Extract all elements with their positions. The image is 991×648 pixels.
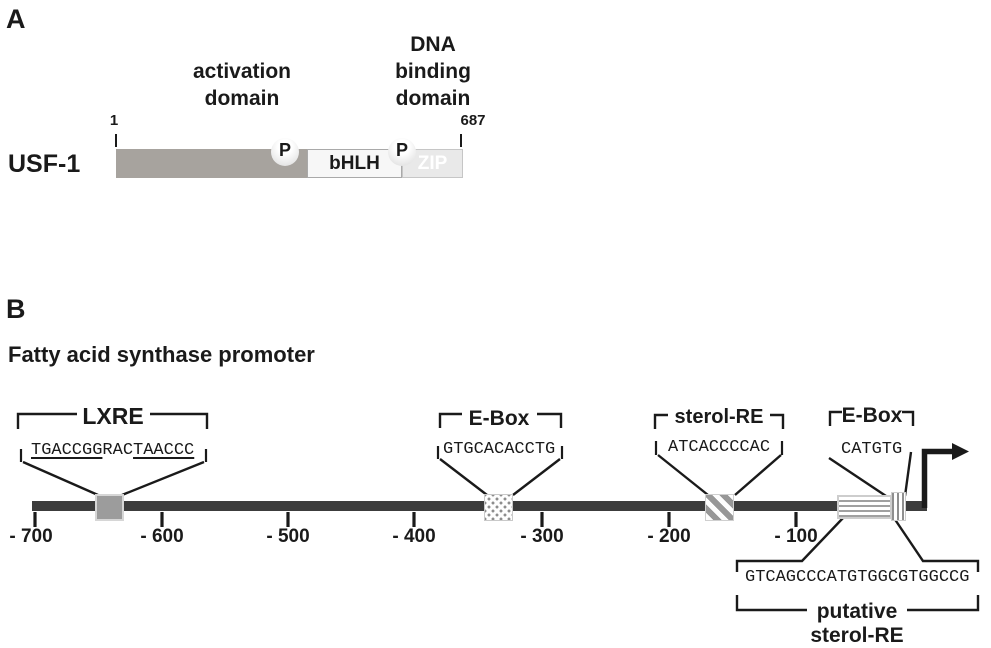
axis-label-700: - 700: [9, 526, 53, 547]
lxre-site-box: [95, 494, 124, 521]
activation-domain-label-line2: domain: [204, 87, 280, 110]
residue-end-number: 687: [460, 112, 486, 129]
axis-label-100: - 100: [774, 526, 818, 547]
promoter-title: Fatty acid synthase promoter: [8, 342, 315, 367]
putative-label-bracket: [735, 595, 980, 612]
sterol-re-site-box: [705, 494, 734, 521]
lxre-sequence: TGACCGGRACTAACCC: [31, 441, 194, 460]
panel-b-letter: B: [6, 294, 26, 324]
dna-binding-label-line3: domain: [395, 87, 471, 110]
lxre-sequence-ticks: [19, 449, 208, 462]
ebox1-sequence-ticks: [436, 446, 564, 459]
activation-domain-label: activation domain: [181, 58, 303, 112]
ebox2-sequence: CATGTG: [841, 440, 903, 459]
ebox2-funnel-lines: [828, 451, 913, 497]
promoter-line: [32, 501, 927, 511]
ebox1-name: E-Box: [468, 407, 530, 430]
axis-label-500: - 500: [266, 526, 310, 547]
bhlh-domain-text: bHLH: [329, 152, 380, 174]
sterol-re-sequence: ATCACCCCAC: [668, 438, 771, 457]
dna-binding-label-line2: binding: [395, 60, 471, 83]
dna-binding-domain-label: DNA binding domain: [373, 31, 493, 112]
lxre-funnel-lines: [22, 460, 205, 497]
putative-label-line1: putative: [816, 600, 898, 623]
dna-binding-label-line1: DNA: [410, 33, 456, 56]
axis-label-600: - 600: [140, 526, 184, 547]
ebox1-sequence: GTGCACACCTG: [443, 440, 556, 459]
lxre-bracket: [16, 412, 209, 429]
putative-left-connector: [735, 517, 844, 572]
panel-a-letter: A: [6, 4, 26, 34]
sterol-re-sequence-ticks: [654, 441, 784, 455]
bhlh-domain-segment: bHLH: [307, 149, 402, 178]
lxre-seq-underlined-2: TAACCC: [133, 441, 195, 460]
axis-label-400: - 400: [392, 526, 436, 547]
lxre-name: LXRE: [82, 403, 144, 429]
residue-start-number: 1: [109, 112, 119, 129]
axis-tick-marks: [33, 512, 798, 527]
phospho-site-letter-2: P: [395, 140, 408, 160]
zip-domain-text: ZIP: [417, 152, 448, 174]
ebox2-name: E-Box: [841, 404, 903, 427]
activation-domain-label-line1: activation: [192, 60, 292, 83]
ebox1-bracket: [438, 412, 563, 428]
ebox1-site-box: [484, 494, 513, 521]
lxre-seq-underlined-1: TGACCGG: [31, 441, 103, 460]
sterol-re-name: sterol-RE: [674, 406, 764, 428]
ebox2-site-box: [891, 492, 906, 521]
sterol-re-bracket: [653, 413, 785, 429]
ebox1-funnel-lines: [439, 458, 561, 496]
phospho-site-letter-1: P: [278, 140, 291, 160]
axis-label-300: - 300: [520, 526, 564, 547]
transcription-arrowhead: [952, 443, 969, 460]
putative-label-line2: sterol-RE: [810, 624, 904, 647]
transcription-start-arrow: [921, 448, 952, 508]
ebox2-bracket: [828, 410, 915, 426]
phospho-site-badge-2: P: [388, 138, 416, 166]
putative-sterol-re-sequence: GTCAGCCCATGTGGCGTGGCCG: [745, 568, 970, 587]
putative-right-connector: [893, 517, 980, 572]
axis-label-200: - 200: [647, 526, 691, 547]
phospho-site-badge-1: P: [271, 138, 299, 166]
sterol-re-funnel-lines: [657, 454, 782, 496]
putative-sterol-re-site-box: [837, 495, 892, 519]
protein-name: USF-1: [8, 150, 81, 178]
lxre-seq-middle: RAC: [102, 441, 134, 460]
